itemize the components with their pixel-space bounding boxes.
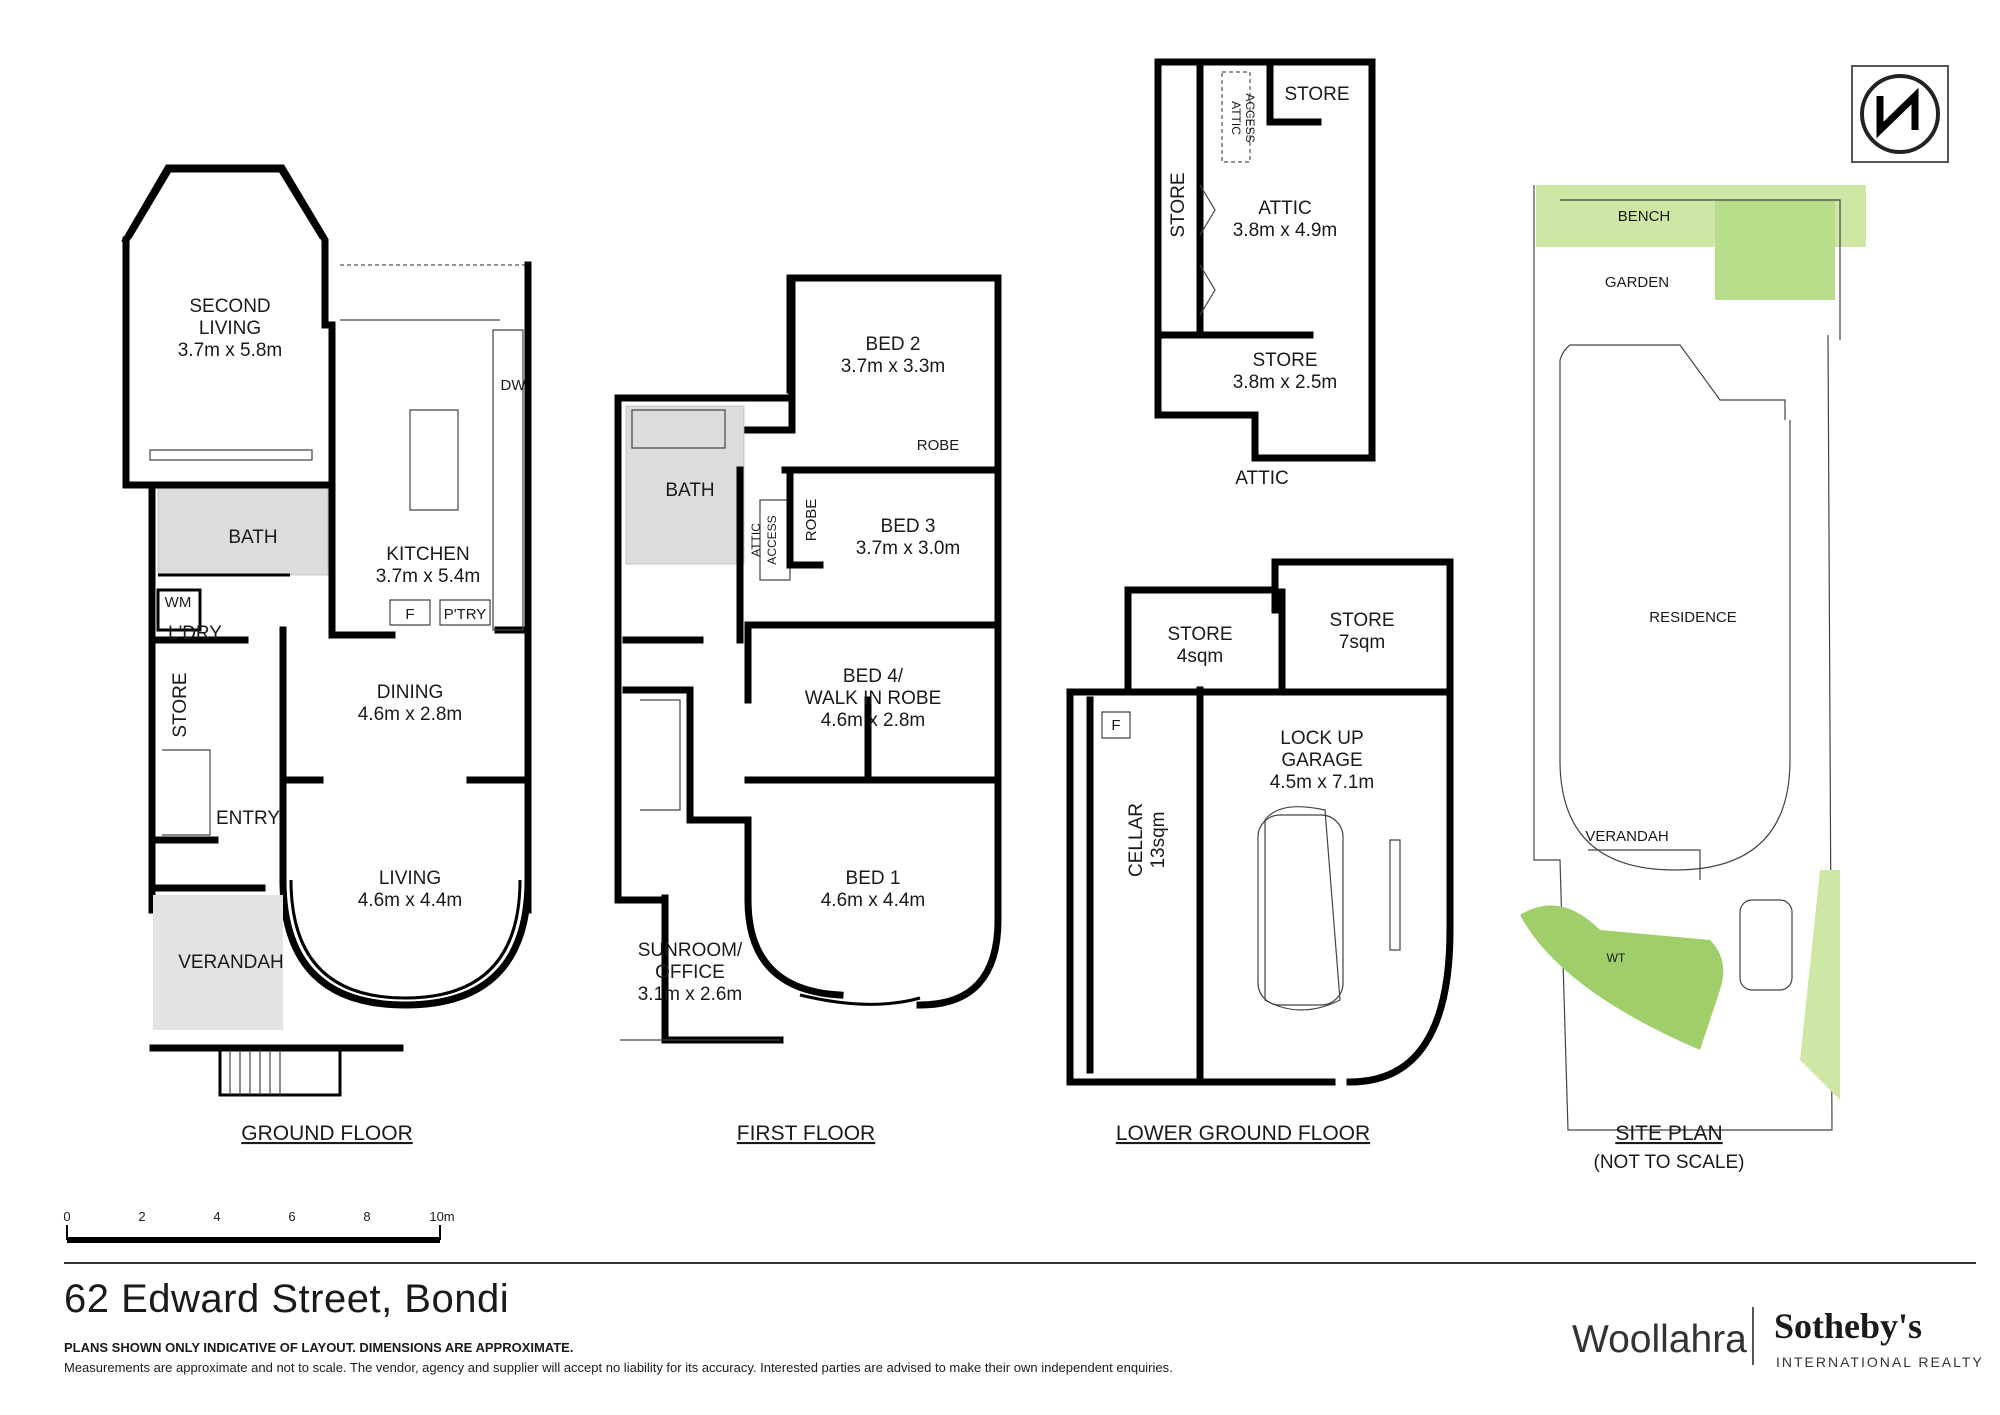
- lower-fridge-label: F: [1111, 717, 1120, 734]
- scale-tick-10: 10m: [429, 1209, 454, 1224]
- scale-tick-8: 8: [363, 1209, 370, 1224]
- kitchen-label: KITCHEN: [386, 544, 469, 565]
- residence-label: RESIDENCE: [1649, 609, 1737, 626]
- site-plan-title: SITE PLAN: [1615, 1122, 1722, 1145]
- attic-store-bottom-dims: 3.8m x 2.5m: [1233, 372, 1338, 393]
- north-compass-icon: [1851, 65, 1949, 163]
- cellar-label: CELLAR: [1126, 803, 1147, 877]
- first-floor-title: FIRST FLOOR: [737, 1122, 875, 1145]
- first-floor-plan: [614, 274, 1002, 1044]
- garage-dims: 4.5m x 7.1m: [1270, 772, 1375, 793]
- ground-floor-plan: [121, 164, 532, 1097]
- ground-bath-label: BATH: [228, 527, 277, 548]
- living-dims: 4.6m x 4.4m: [358, 890, 463, 911]
- attic-store-top-label: STORE: [1284, 84, 1349, 105]
- first-bath-label: BATH: [665, 480, 714, 501]
- lower-store4-size: 4sqm: [1177, 646, 1223, 667]
- garage-label-2: GARAGE: [1281, 750, 1362, 771]
- lower-store7-label: STORE: [1329, 610, 1394, 631]
- attic-store-bottom-label: STORE: [1252, 350, 1317, 371]
- site-verandah-label: VERANDAH: [1585, 828, 1668, 845]
- ground-floor-title: GROUND FLOOR: [241, 1122, 413, 1145]
- bed1-dims: 4.6m x 4.4m: [821, 890, 926, 911]
- washing-machine-label: WM: [165, 594, 192, 611]
- site-plan-subtitle: (NOT TO SCALE): [1594, 1152, 1745, 1173]
- scale-tick-6: 6: [288, 1209, 295, 1224]
- dining-label: DINING: [377, 682, 444, 703]
- bed4-label-2: WALK IN ROBE: [805, 688, 942, 709]
- scale-tick-4: 4: [213, 1209, 220, 1224]
- entry-label: ENTRY: [216, 808, 280, 829]
- second-living-label-2: LIVING: [199, 318, 261, 339]
- bed1-label: BED 1: [846, 868, 901, 889]
- attic-room-label: ATTIC: [1258, 198, 1311, 219]
- lower-ground-floor-plan: [1066, 558, 1454, 1086]
- scale-bar: [66, 1225, 441, 1243]
- bed3-dims: 3.7m x 3.0m: [856, 538, 961, 559]
- dishwasher-label: DW: [501, 377, 527, 394]
- ground-fridge-label: F: [405, 606, 414, 623]
- second-living-label: SECOND: [189, 296, 270, 317]
- water-tank-label: WT: [1607, 951, 1626, 965]
- attic-access-label: ATTIC: [1229, 101, 1243, 135]
- cellar-size: 13sqm: [1148, 811, 1169, 868]
- ground-verandah-label: VERANDAH: [178, 952, 284, 973]
- lower-store7-size: 7sqm: [1339, 632, 1385, 653]
- ground-store-label: STORE: [170, 672, 191, 737]
- sunroom-label: SUNROOM/: [638, 940, 743, 961]
- living-label: LIVING: [379, 868, 441, 889]
- garden-label: GARDEN: [1605, 274, 1669, 291]
- scale-tick-2: 2: [138, 1209, 145, 1224]
- bed3-label: BED 3: [881, 516, 936, 537]
- attic-room-dims: 3.8m x 4.9m: [1233, 220, 1338, 241]
- attic-store-left-label: STORE: [1168, 172, 1189, 237]
- site-plan: [1520, 185, 1866, 1131]
- bed4-dims: 4.6m x 2.8m: [821, 710, 926, 731]
- bed2-label: BED 2: [866, 334, 921, 355]
- first-attic-access-label: ATTIC: [749, 523, 763, 557]
- bench-label: BENCH: [1618, 208, 1671, 225]
- first-robe-label: ROBE: [917, 437, 960, 454]
- garage-label: LOCK UP: [1280, 728, 1363, 749]
- attic-plan: [1154, 58, 1376, 462]
- sunroom-label-2: OFFICE: [655, 962, 725, 983]
- bed4-label: BED 4/: [843, 666, 904, 687]
- sunroom-dims: 3.1m x 2.6m: [638, 984, 743, 1005]
- second-living-dims: 3.7m x 5.8m: [178, 340, 283, 361]
- laundry-label: L'DRY: [168, 623, 222, 644]
- lower-store4-label: STORE: [1167, 624, 1232, 645]
- dining-dims: 4.6m x 2.8m: [358, 704, 463, 725]
- lower-ground-floor-title: LOWER GROUND FLOOR: [1116, 1122, 1370, 1145]
- bed3-robe-label: ROBE: [803, 499, 820, 542]
- attic-access-label-2: ACCESS: [1243, 93, 1257, 142]
- kitchen-dims: 3.7m x 5.4m: [376, 566, 481, 587]
- bed2-dims: 3.7m x 3.3m: [841, 356, 946, 377]
- attic-title: ATTIC: [1235, 468, 1288, 489]
- pantry-label: P'TRY: [444, 606, 487, 623]
- first-attic-access-label-2: ACCESS: [765, 515, 779, 564]
- scale-tick-0: 0: [63, 1209, 70, 1224]
